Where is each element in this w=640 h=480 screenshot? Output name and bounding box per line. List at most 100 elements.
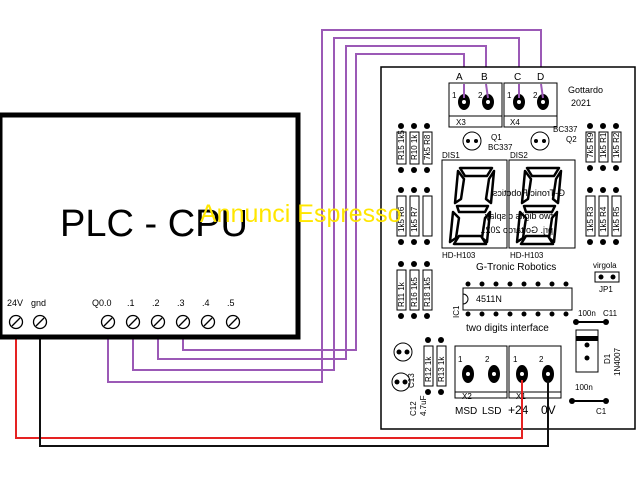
terminal-label-q02: .2 bbox=[152, 298, 160, 308]
svg-text:G-Tronic Robotics: G-Tronic Robotics bbox=[492, 188, 565, 198]
interface-board: Gottardo 2021 A B C D X3 X4 1 2 1 2 bbox=[380, 66, 636, 430]
svg-text:BC337: BC337 bbox=[488, 143, 513, 152]
svg-text:BC337: BC337 bbox=[553, 125, 578, 134]
dis2-label: DIS2 bbox=[510, 151, 528, 160]
display-block: DIS1 DIS2 bbox=[441, 151, 576, 260]
display-type-2: HD-H103 bbox=[510, 251, 544, 260]
dis1-label: DIS1 bbox=[442, 151, 460, 160]
screw-terminal-q00[interactable] bbox=[100, 314, 116, 330]
wire-q03-to-a bbox=[182, 53, 465, 351]
wire-endpoints bbox=[463, 83, 549, 446]
capacitors-electrolytic: C13 C12 4.7uF bbox=[391, 342, 428, 416]
terminal-label-q04: .4 bbox=[202, 298, 210, 308]
svg-text:two digits display: two digits display bbox=[484, 211, 553, 221]
svg-text:1k5 R7: 1k5 R7 bbox=[410, 206, 419, 232]
display-type-1: HD-H103 bbox=[442, 251, 476, 260]
board-subtitle: two digits interface bbox=[466, 323, 549, 334]
svg-text:Q1: Q1 bbox=[491, 133, 502, 142]
screw-terminal-q05[interactable] bbox=[225, 314, 241, 330]
plc-body bbox=[0, 112, 301, 340]
svg-text:prj. Gottardo 2021: prj. Gottardo 2021 bbox=[480, 225, 553, 235]
capacitor-c11: 100n C11 bbox=[573, 309, 618, 325]
svg-text:100n: 100n bbox=[575, 383, 593, 392]
screw-terminal-gnd[interactable] bbox=[32, 314, 48, 330]
svg-text:IC1: IC1 bbox=[452, 305, 461, 318]
svg-text:R11 1k: R11 1k bbox=[397, 281, 406, 307]
svg-text:JP1: JP1 bbox=[599, 285, 613, 294]
board-brand: G-Tronic Robotics bbox=[476, 262, 556, 273]
svg-text:virgola: virgola bbox=[593, 261, 617, 270]
plc-terminal-screws bbox=[8, 314, 241, 330]
pin-label-b: B bbox=[481, 72, 488, 83]
resistors-mid-left: 1k5 R6 1k5 R7 bbox=[396, 187, 433, 245]
screw-terminal-q02[interactable] bbox=[150, 314, 166, 330]
transistor-q1: Q1 BC337 bbox=[462, 131, 513, 152]
svg-text:R13 1k: R13 1k bbox=[437, 356, 446, 382]
x2-label: X2 bbox=[462, 392, 472, 401]
svg-text:C11: C11 bbox=[603, 309, 618, 318]
svg-text:1: 1 bbox=[458, 355, 463, 364]
x4-pin1-label: 1 bbox=[507, 91, 512, 100]
svg-text:C13: C13 bbox=[407, 373, 416, 388]
x4-pin2-label: 2 bbox=[533, 91, 538, 100]
terminal-label-q01: .1 bbox=[127, 298, 135, 308]
terminal-label-q05: .5 bbox=[227, 298, 235, 308]
board-author: Gottardo bbox=[568, 85, 603, 95]
svg-text:1N4007: 1N4007 bbox=[613, 347, 622, 376]
svg-text:C12: C12 bbox=[409, 401, 418, 416]
msd-label: MSD bbox=[455, 406, 477, 417]
svg-text:R12 1k: R12 1k bbox=[424, 356, 433, 382]
terminal-label-gnd: gnd bbox=[31, 298, 46, 308]
screw-terminal-q03[interactable] bbox=[175, 314, 191, 330]
x4-label: X4 bbox=[510, 118, 520, 127]
input-connectors: A B C D X3 X4 1 2 1 2 bbox=[448, 72, 558, 128]
terminal-label-q03: .3 bbox=[177, 298, 185, 308]
jumper-jp1: virgola JP1 bbox=[593, 261, 620, 294]
wire-q02-to-b bbox=[157, 45, 487, 360]
svg-text:D1: D1 bbox=[603, 353, 612, 364]
svg-text:7k5 R9: 7k5 R9 bbox=[586, 132, 595, 158]
svg-text:R15 1k5: R15 1k5 bbox=[397, 130, 406, 160]
resistors-lower: R12 1k R13 1k bbox=[423, 337, 447, 395]
screw-terminal-q01[interactable] bbox=[125, 314, 141, 330]
diode-d1: D1 1N4007 bbox=[575, 329, 622, 376]
svg-text:1k5 R2: 1k5 R2 bbox=[612, 132, 621, 158]
screw-terminal-24v[interactable] bbox=[8, 314, 24, 330]
capacitor-c1: 100n C1 bbox=[569, 383, 609, 416]
svg-text:1: 1 bbox=[513, 355, 518, 364]
svg-text:1k5 R3: 1k5 R3 bbox=[586, 206, 595, 232]
svg-text:Q2: Q2 bbox=[566, 135, 577, 144]
svg-text:1k5 R4: 1k5 R4 bbox=[599, 206, 608, 232]
pin-label-d: D bbox=[537, 72, 544, 83]
svg-text:1k5 R6: 1k5 R6 bbox=[397, 206, 406, 232]
resistors-mid-right: 1k5 R3 1k5 R4 1k5 R5 bbox=[585, 187, 622, 245]
svg-text:100n: 100n bbox=[578, 309, 596, 318]
svg-text:R18 1k5: R18 1k5 bbox=[423, 277, 432, 307]
svg-text:4.7uF: 4.7uF bbox=[419, 395, 428, 416]
svg-text:2: 2 bbox=[539, 355, 544, 364]
resistors-lower-left: R11 1k R16 1k5 R18 1k5 bbox=[396, 261, 433, 319]
wire-q01-to-c bbox=[132, 37, 520, 371]
lsd-label: LSD bbox=[482, 406, 501, 417]
terminal-label-q00: Q0.0 bbox=[92, 298, 112, 308]
watermark: Annunci Espresso bbox=[200, 200, 402, 228]
ic-4511: IC1 4511N bbox=[452, 281, 573, 318]
resistors-top-right: 7k5 R9 1k5 R1 1k5 R2 bbox=[585, 123, 622, 171]
screw-terminal-q04[interactable] bbox=[200, 314, 216, 330]
terminal-label-24v: 24V bbox=[7, 298, 23, 308]
svg-text:1k5 R1: 1k5 R1 bbox=[599, 132, 608, 158]
plc-title: PLC - CPU bbox=[60, 203, 248, 245]
x3-pin2-label: 2 bbox=[478, 91, 483, 100]
transistor-q2: BC337 Q2 bbox=[530, 125, 578, 151]
board-year: 2021 bbox=[571, 98, 591, 108]
svg-text:C1: C1 bbox=[596, 407, 607, 416]
svg-text:7k5 R8: 7k5 R8 bbox=[423, 134, 432, 160]
svg-text:2: 2 bbox=[485, 355, 490, 364]
plc-unit: PLC - CPU 24V gnd Q0.0 .1 .2 .3 .4 .5 bbox=[0, 112, 301, 340]
svg-text:R10 1k: R10 1k bbox=[410, 134, 419, 160]
control-wires bbox=[107, 29, 542, 383]
output-connectors: 1 2 1 2 X2 X1 MSD LSD +24 0V bbox=[454, 345, 562, 417]
svg-text:4511N: 4511N bbox=[476, 294, 502, 304]
pin-label-a: A bbox=[456, 72, 463, 83]
